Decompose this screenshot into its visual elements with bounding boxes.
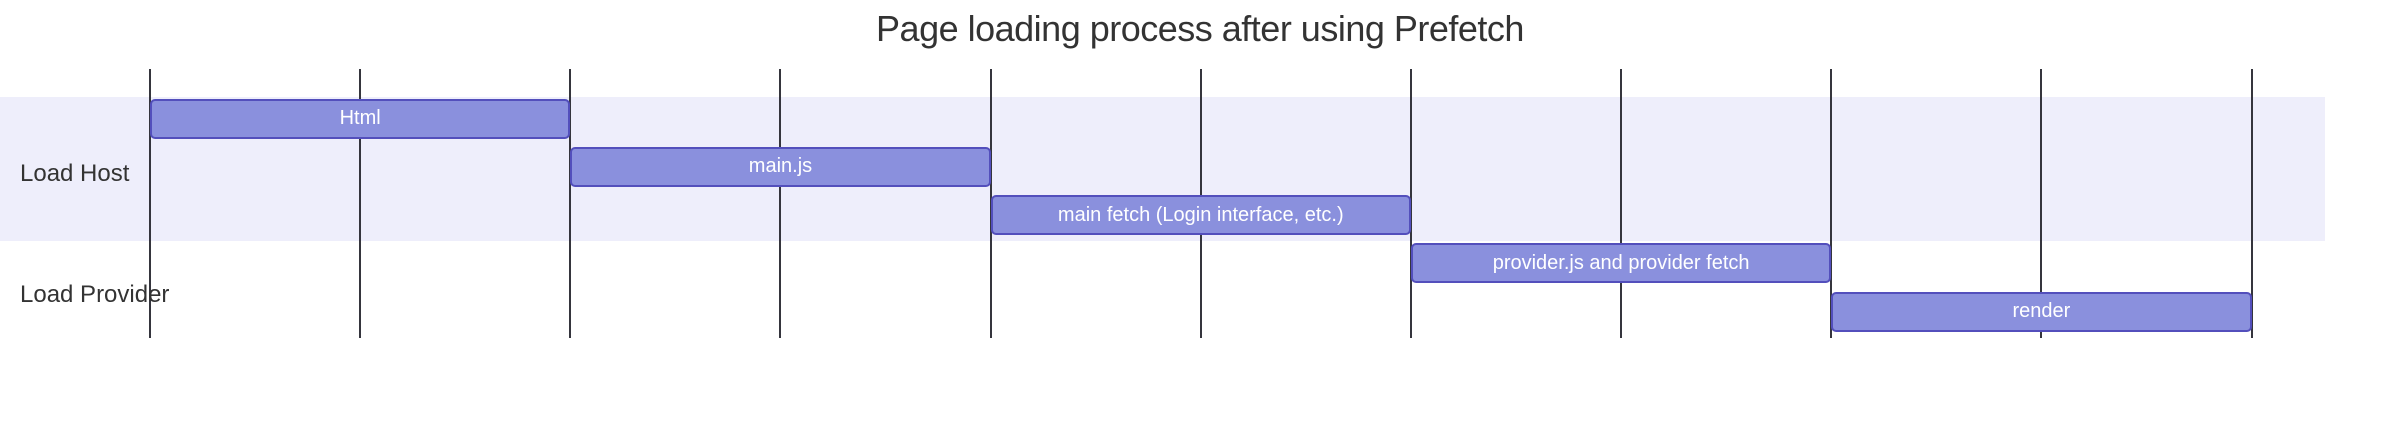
grid-line-2 <box>569 69 572 338</box>
task-bar-main-js: main.js <box>570 146 991 187</box>
grid-line-9 <box>2040 69 2043 338</box>
grid-line-7 <box>1620 69 1623 338</box>
task-bar-render: render <box>1831 291 2252 332</box>
task-bar-provider-js-and-provider-fetch: provider.js and provider fetch <box>1410 243 1832 284</box>
grid-line-6 <box>1409 69 1412 338</box>
section-label-load-host: Load Host <box>20 159 130 187</box>
grid-line-10 <box>2250 69 2253 338</box>
grid-line-1 <box>359 69 362 338</box>
grid-line-8 <box>1830 69 1833 338</box>
chart-title: Page loading process after using Prefetc… <box>876 8 1524 49</box>
grid-line-3 <box>779 69 782 338</box>
section-label-load-provider: Load Provider <box>20 280 170 308</box>
task-bar-main-fetch-login-interface-etc: main fetch (Login interface, etc.) <box>990 195 1411 236</box>
grid-line-0 <box>149 69 151 338</box>
task-bar-html: Html <box>150 98 571 139</box>
